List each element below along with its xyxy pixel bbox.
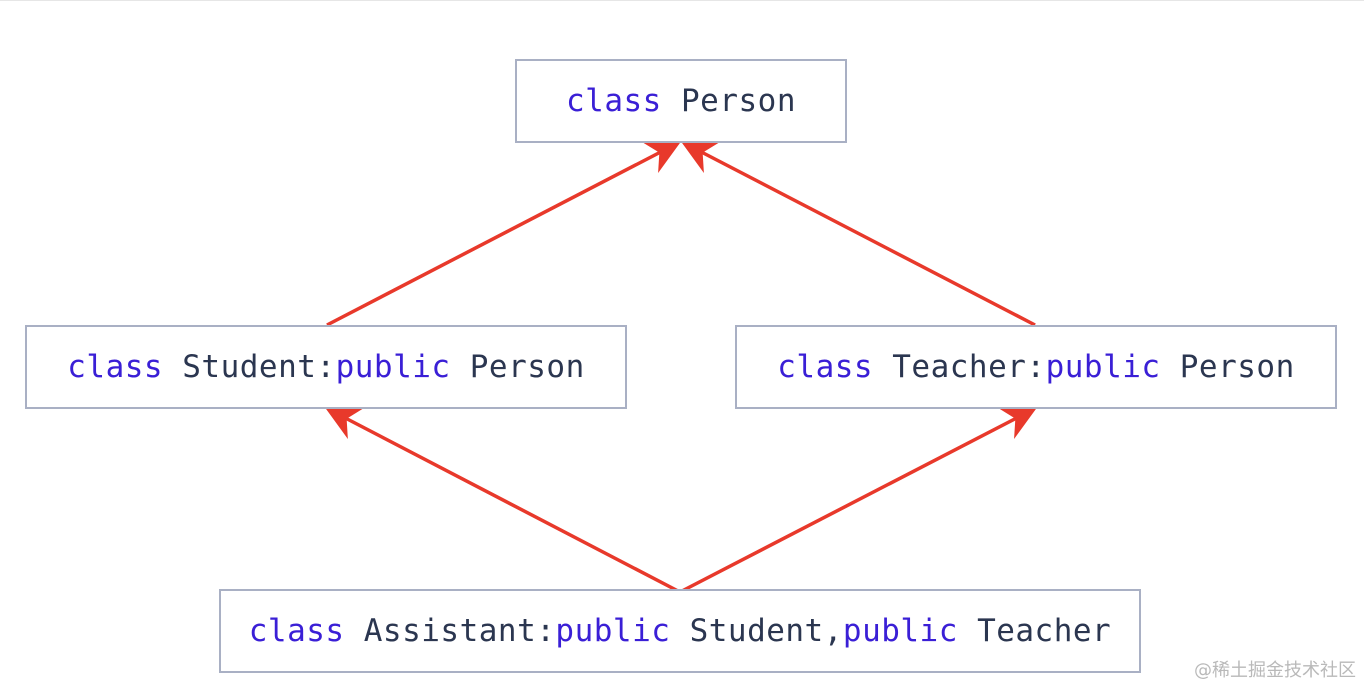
inheritance-colon: : <box>1026 349 1046 385</box>
class-box-teacher: class Teacher:public Person <box>735 325 1337 409</box>
access-specifier: public <box>842 613 958 649</box>
base-class-name: Person <box>1179 349 1295 385</box>
arrow-student-to-person <box>326 141 682 327</box>
class-name: Teacher <box>892 349 1027 385</box>
class-keyword: class <box>777 349 874 385</box>
class-name: Person <box>681 83 796 119</box>
access-specifier: public <box>1045 349 1161 385</box>
inheritance-colon: : <box>316 349 336 385</box>
top-border-line <box>0 0 1364 1</box>
class-keyword: class <box>67 349 164 385</box>
class-box-assistant: class Assistant:public Student,public Te… <box>219 589 1141 673</box>
arrow-assistant-to-teacher <box>681 407 1038 593</box>
class-keyword: class <box>248 613 345 649</box>
base-class-name: Person <box>469 349 585 385</box>
base-list-comma: , <box>823 613 843 649</box>
base-class-name: Teacher <box>977 613 1112 649</box>
inheritance-colon: : <box>536 613 556 649</box>
base-class-name: Student <box>689 613 824 649</box>
arrow-teacher-to-person <box>680 141 1036 327</box>
access-specifier: public <box>335 349 451 385</box>
class-box-student: class Student:public Person <box>25 325 627 409</box>
class-name: Student <box>182 349 317 385</box>
class-box-person: class Person <box>515 59 847 143</box>
class-name: Assistant <box>363 613 537 649</box>
access-specifier: public <box>555 613 671 649</box>
watermark: @稀土掘金技术社区 <box>1194 660 1356 681</box>
arrow-assistant-to-student <box>324 407 679 593</box>
class-keyword: class <box>566 83 662 119</box>
